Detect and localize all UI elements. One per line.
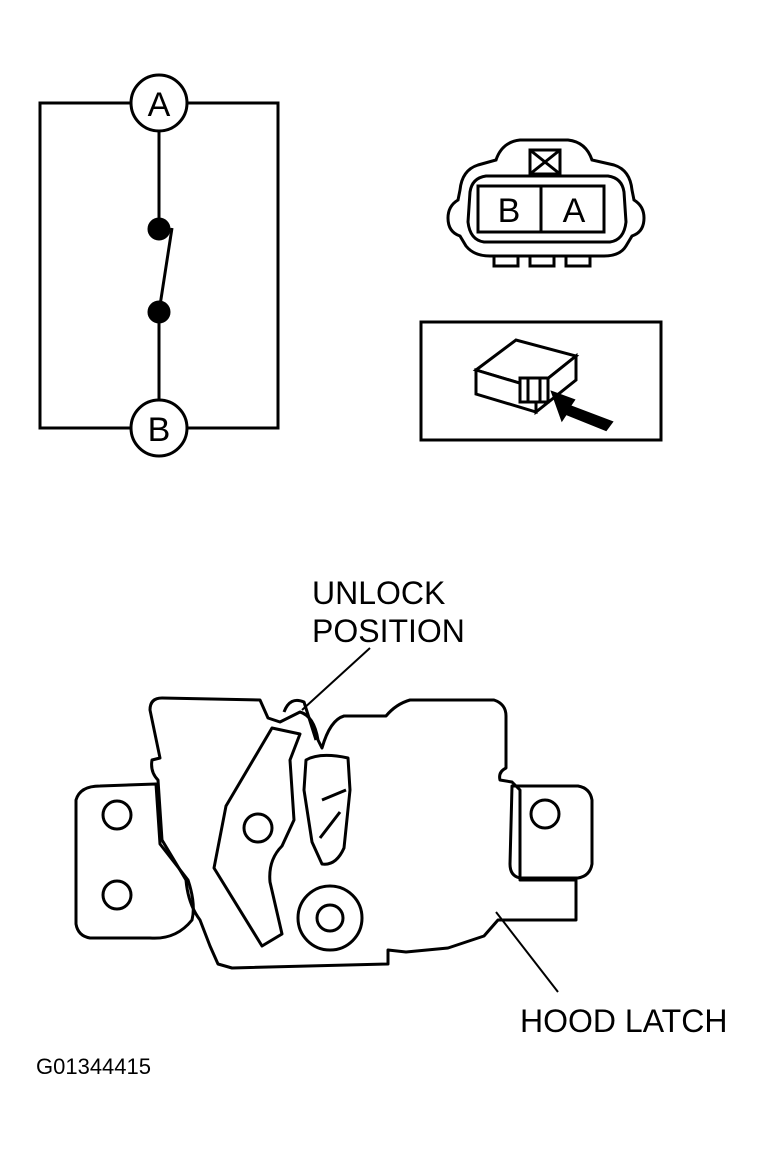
hood-latch — [74, 647, 594, 993]
connector-face — [446, 138, 646, 268]
connector-latch — [528, 148, 562, 176]
switch-blade — [157, 227, 174, 313]
terminal-b-circle — [129, 398, 189, 458]
left-bolt-hole-lower — [101, 879, 133, 911]
unlock-leader-line — [301, 647, 371, 711]
connector-inner-rim — [466, 174, 628, 244]
unlock-label-line2: POSITION — [312, 613, 465, 649]
connector-pin-b-label: B — [498, 192, 521, 230]
connector-nub-3 — [564, 254, 592, 268]
terminal-a-label: A — [148, 86, 171, 124]
switch-schematic — [38, 73, 280, 458]
connector-nub-1 — [492, 254, 520, 268]
left-mounting-ear — [74, 782, 195, 940]
slot-mark-lower — [318, 811, 342, 839]
left-bolt-hole-upper — [101, 799, 133, 831]
main-pivot-inner — [315, 903, 345, 933]
latch-mark-2 — [529, 148, 561, 176]
connector-view-inset — [419, 320, 663, 442]
hood-latch-leader-line — [495, 911, 559, 993]
main-pivot-outer — [296, 884, 364, 952]
right-bolt-hole — [529, 798, 561, 830]
terminal-b-label: B — [148, 411, 171, 449]
hood-latch-label: HOOD LATCH — [520, 1003, 727, 1039]
figure-code: G01344415 — [36, 1054, 151, 1079]
inset-frame — [419, 320, 663, 442]
block-plug — [518, 376, 550, 404]
lever-pivot-hole — [242, 812, 274, 844]
connector-nub-2 — [528, 254, 556, 268]
striker-slot — [302, 753, 352, 866]
lower-contact-dot — [147, 300, 171, 324]
connector-housing — [446, 138, 646, 258]
right-mounting-ear — [508, 784, 594, 880]
view-direction-arrow-icon — [550, 390, 614, 432]
upper-contact-dot — [147, 217, 171, 241]
unlock-label-line1: UNLOCK — [312, 575, 445, 611]
release-lever — [212, 726, 302, 948]
safety-hook — [282, 698, 318, 741]
slot-mark-upper — [321, 788, 347, 802]
terminal-a-circle — [129, 73, 189, 133]
connector-pin-a-label: A — [563, 192, 586, 230]
